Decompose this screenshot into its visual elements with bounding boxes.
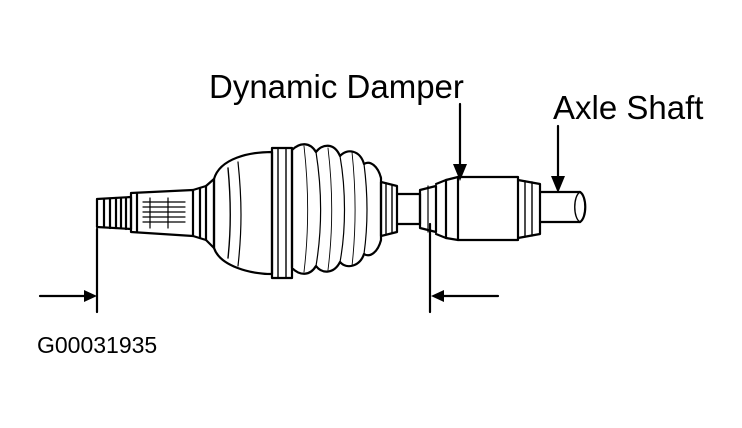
damper-collar [418, 178, 448, 240]
outer-spline-stub [95, 195, 133, 231]
boot-clamp-outer [270, 146, 294, 280]
dynamic-damper [444, 175, 520, 242]
leader-lines [458, 102, 560, 188]
boot-clamp-inner [379, 180, 422, 238]
dimension-lines [95, 222, 432, 314]
outer-joint-neck [191, 177, 216, 250]
axle-shaft [538, 190, 587, 224]
right-arrowhead-icon [431, 290, 444, 302]
axle-shaft-label: Axle Shaft [553, 89, 704, 126]
shaft-arrowhead-icon [551, 176, 565, 193]
outer-cv-joint-housing [212, 150, 274, 276]
splined-shaft [129, 188, 195, 238]
dynamic-damper-label: Dynamic Damper [209, 68, 464, 105]
figure-code-label: G00031935 [37, 332, 158, 358]
left-arrowhead-icon [84, 290, 97, 302]
damper-ribs [516, 178, 542, 240]
cv-boot [290, 143, 383, 275]
damper-arrowhead-icon [453, 164, 467, 181]
